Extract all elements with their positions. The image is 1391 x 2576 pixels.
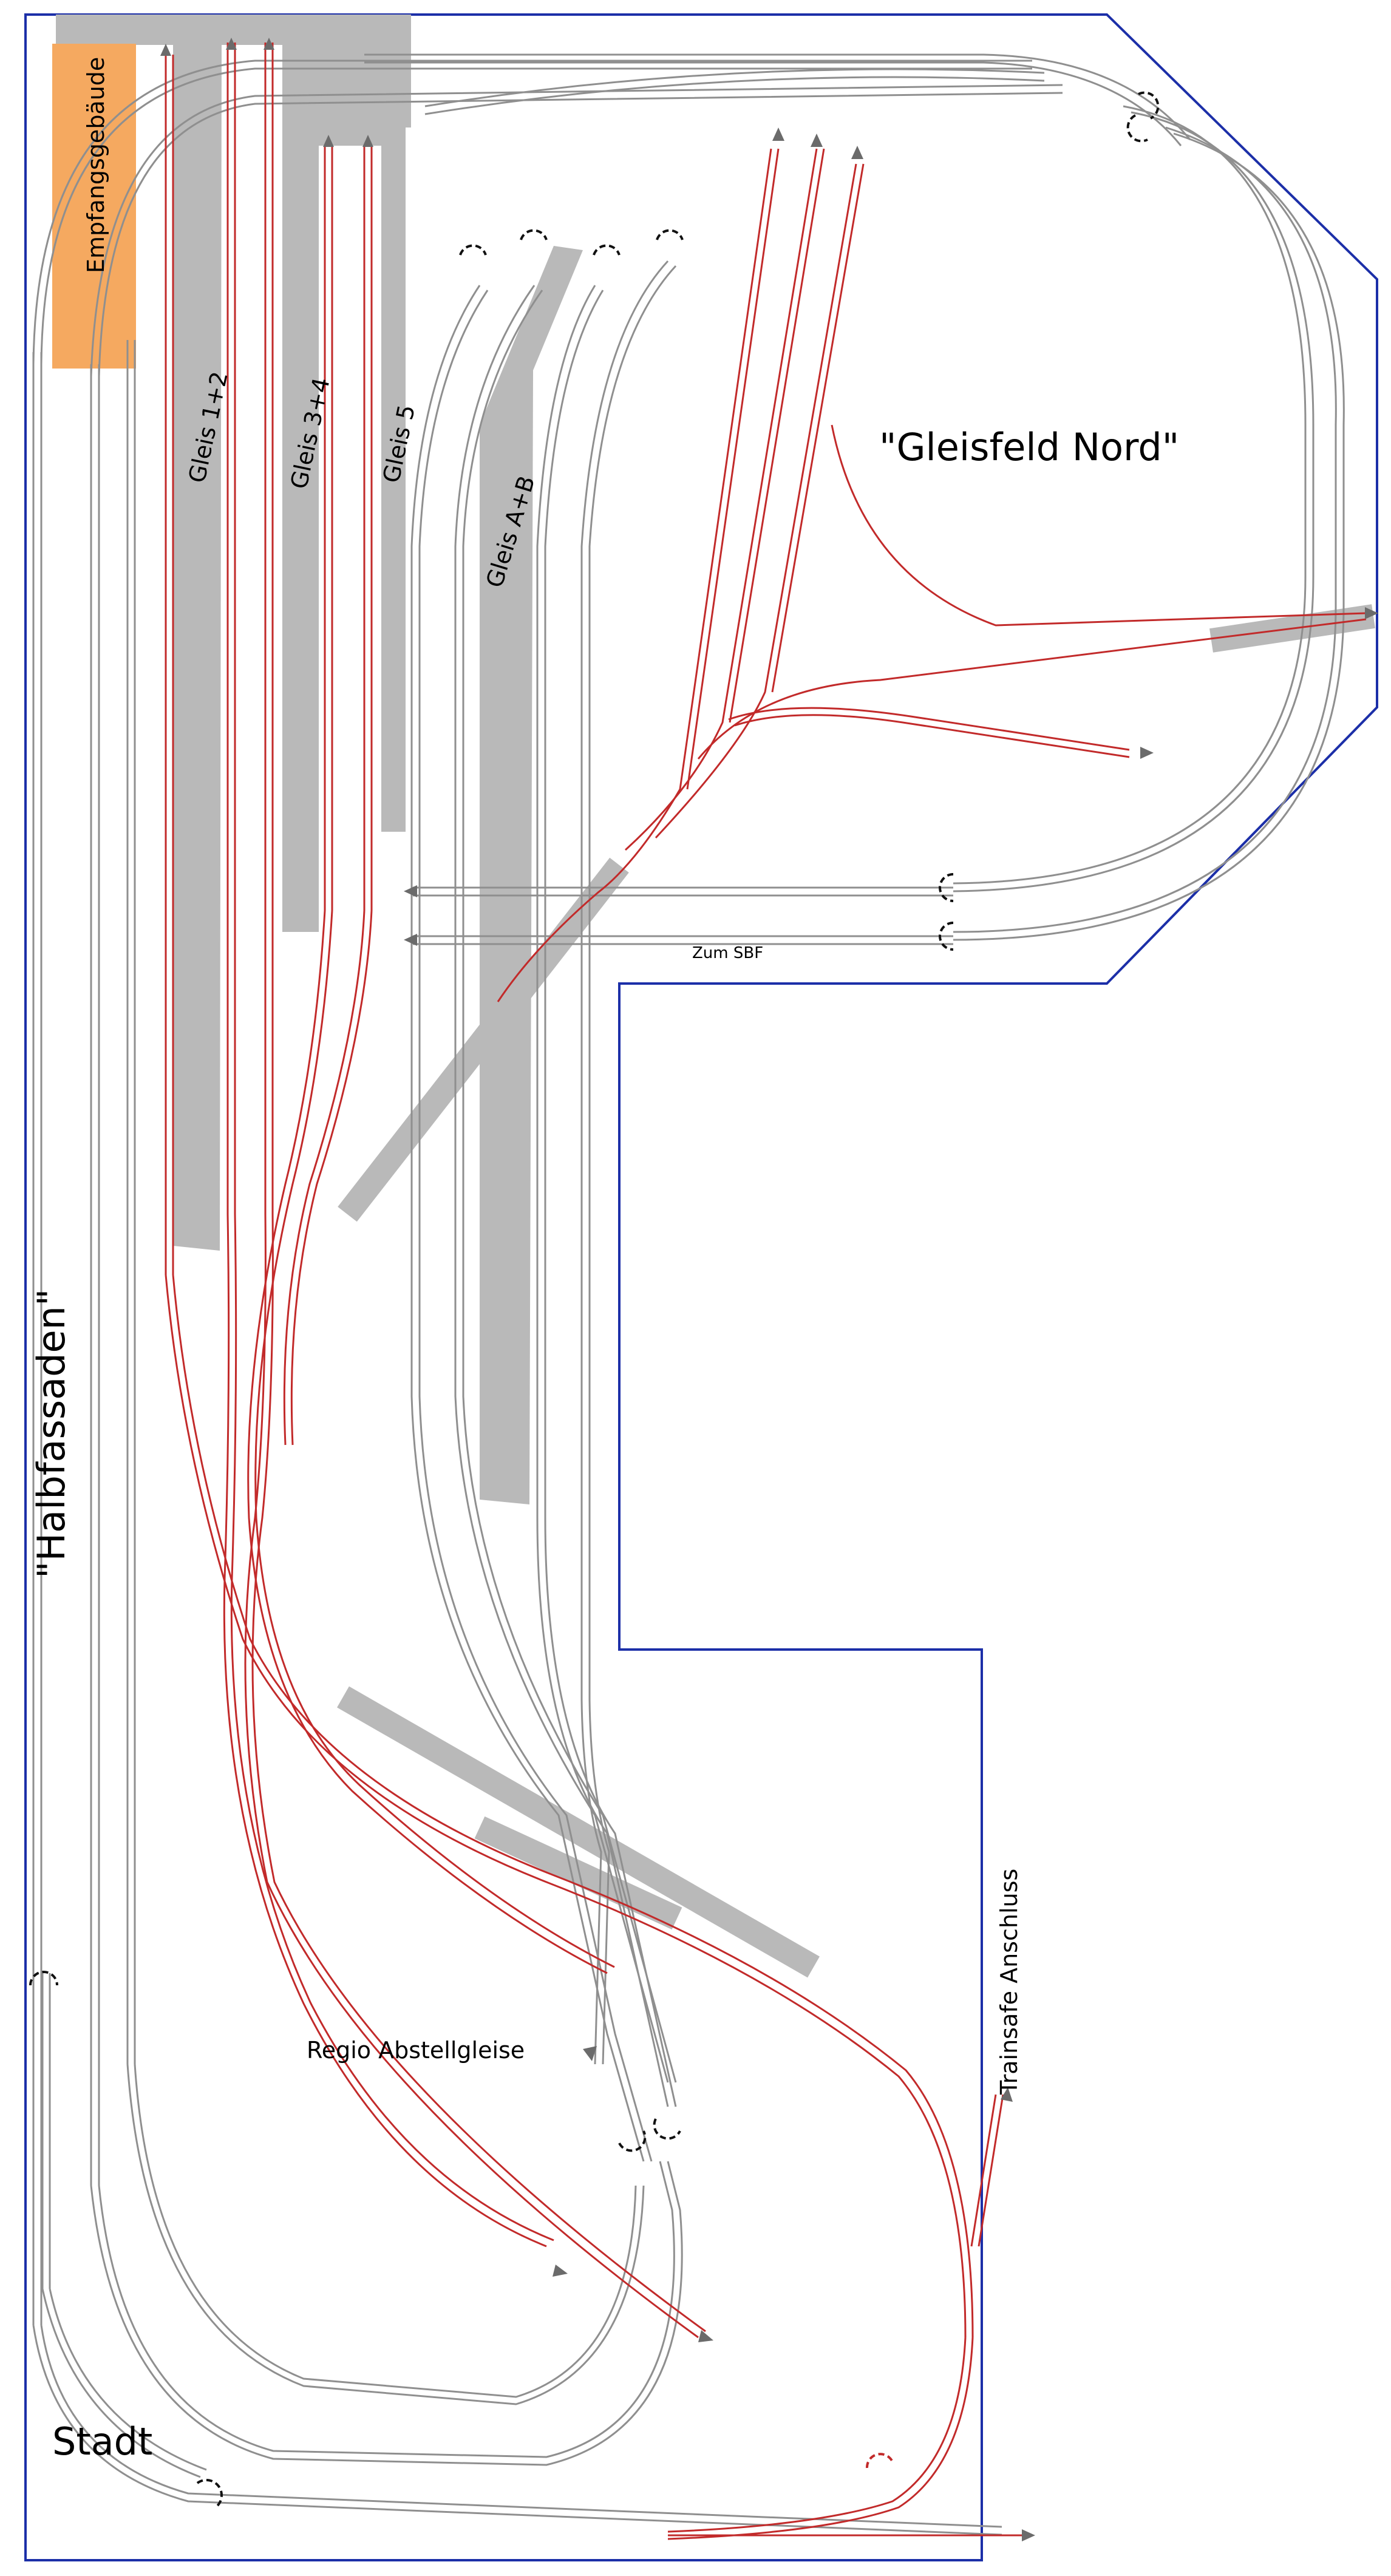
- red-stop-marker: [865, 2453, 894, 2469]
- stadt-label: Stadt: [52, 2419, 153, 2464]
- halbfassaden-label: "Halbfassaden": [29, 1288, 73, 1579]
- platform-gleis-a-b: [480, 246, 583, 1504]
- gray-tracks: [32, 53, 1345, 2536]
- red-tracks: [165, 42, 1367, 2540]
- track-end-arrows: [160, 38, 1378, 2541]
- platform-gleis-3-4: [282, 42, 319, 932]
- zum-sbf-label: Zum SBF: [692, 944, 764, 962]
- platform-top-strip: [319, 15, 411, 127]
- gleisfeld-nord-label: "Gleisfeld Nord": [879, 425, 1180, 469]
- regio-abstellgleise-label: Regio Abstellgleise: [307, 2037, 525, 2064]
- trainsafe-anschluss-label: Trainsafe Anschluss: [996, 1868, 1022, 2095]
- bridge-overlays: [337, 604, 1375, 1978]
- platforms: [56, 15, 583, 1504]
- platform-gleis-1-2: [173, 42, 222, 1251]
- station-building-label: Empfangsgebäude: [83, 56, 109, 273]
- layout-boundary: [24, 13, 1378, 2561]
- platform-gleis-5-body: [381, 127, 406, 832]
- platform-gleis-5: [319, 127, 383, 832]
- track-stop-markers: [29, 91, 1160, 2509]
